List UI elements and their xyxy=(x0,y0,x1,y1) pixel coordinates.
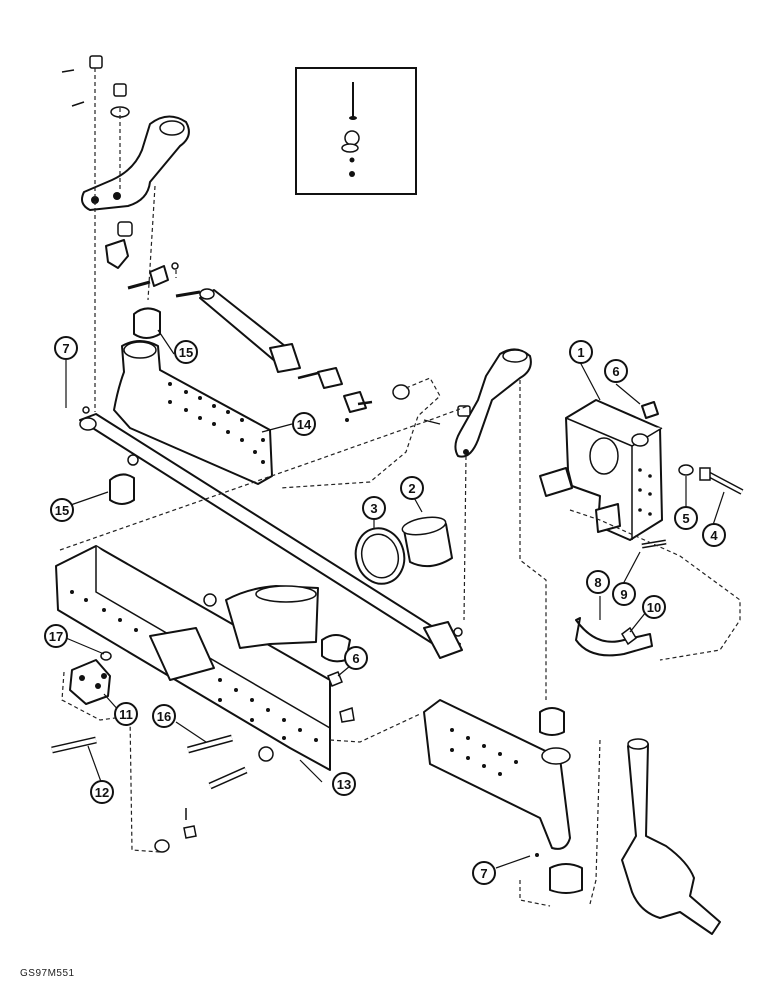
strap-8 xyxy=(575,617,653,657)
callout-6-bottom: 6 xyxy=(344,646,368,670)
bolt-16 xyxy=(187,734,248,790)
callout-13: 13 xyxy=(332,772,356,796)
callout-1: 1 xyxy=(569,340,593,364)
bolt-12 xyxy=(51,736,97,754)
right-axle-extension xyxy=(423,699,571,850)
callout-12: 12 xyxy=(90,780,114,804)
right-steering-arm xyxy=(454,348,532,458)
callout-15-bottom: 15 xyxy=(50,498,74,522)
callout-14: 14 xyxy=(292,412,316,436)
callout-7-bottom: 7 xyxy=(472,861,496,885)
callout-4: 4 xyxy=(702,523,726,547)
svg-text:6: 6 xyxy=(352,651,359,666)
bushing xyxy=(133,307,161,339)
svg-text:3: 3 xyxy=(370,501,377,516)
svg-text:10: 10 xyxy=(647,600,661,615)
svg-text:15: 15 xyxy=(55,503,69,518)
callout-15-top: 15 xyxy=(174,340,198,364)
svg-text:17: 17 xyxy=(49,629,63,644)
callout-11: 11 xyxy=(114,702,138,726)
callout-leaders xyxy=(61,329,725,869)
steering-cylinder xyxy=(105,221,410,422)
svg-text:7: 7 xyxy=(62,341,69,356)
callout-17: 17 xyxy=(44,624,68,648)
drawing-code: GS97M551 xyxy=(20,968,75,979)
svg-text:7: 7 xyxy=(480,866,487,881)
bushing-right xyxy=(539,707,565,736)
callout-16: 16 xyxy=(152,704,176,728)
svg-text:15: 15 xyxy=(179,345,193,360)
steering-spindle xyxy=(621,738,721,935)
washer xyxy=(258,746,274,762)
callout-9: 9 xyxy=(612,582,636,606)
bushing-lower xyxy=(109,473,135,505)
svg-text:11: 11 xyxy=(119,707,133,722)
top-nuts xyxy=(61,55,130,118)
assembly-dash-lines xyxy=(59,68,741,907)
callout-5: 5 xyxy=(674,506,698,530)
callout-3: 3 xyxy=(362,496,386,520)
svg-text:1: 1 xyxy=(577,345,584,360)
bushing-bottom xyxy=(549,863,583,894)
callout-6-top: 6 xyxy=(604,359,628,383)
nut-6 xyxy=(641,401,659,419)
main-axle-beam xyxy=(55,545,331,771)
svg-text:16: 16 xyxy=(157,709,171,724)
svg-text:8: 8 xyxy=(594,575,601,590)
svg-text:2: 2 xyxy=(408,481,415,496)
left-axle-extension xyxy=(113,340,273,485)
bolt-9 xyxy=(641,539,667,549)
svg-text:12: 12 xyxy=(95,785,109,800)
svg-text:6: 6 xyxy=(612,364,619,379)
upper-steering-arm xyxy=(81,115,190,211)
svg-text:14: 14 xyxy=(297,417,312,432)
nut-10 xyxy=(621,626,637,646)
seal-and-bushing xyxy=(354,516,453,585)
callout-10: 10 xyxy=(642,595,666,619)
washer-5 xyxy=(678,464,694,476)
svg-text:9: 9 xyxy=(620,587,627,602)
tie-rod xyxy=(79,406,463,659)
callout-7-top: 7 xyxy=(54,336,78,360)
plate-11 xyxy=(69,659,111,705)
bolt-4 xyxy=(699,467,744,495)
callout-8: 8 xyxy=(586,570,610,594)
svg-text:5: 5 xyxy=(682,511,689,526)
axle-bracket xyxy=(539,399,663,541)
inset-detail-box xyxy=(295,67,417,195)
svg-text:13: 13 xyxy=(337,777,351,792)
nut-small xyxy=(339,707,355,723)
nut xyxy=(457,405,471,417)
svg-text:4: 4 xyxy=(710,528,718,543)
callout-2: 2 xyxy=(400,476,424,500)
